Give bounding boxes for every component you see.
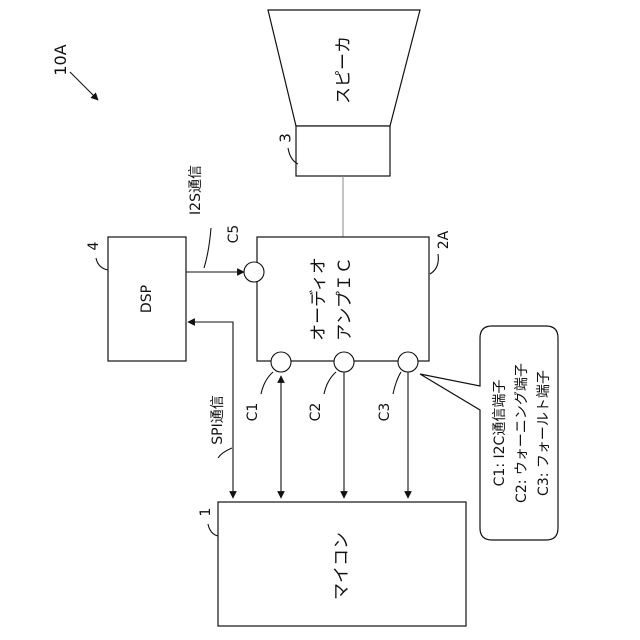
figure-ref-label: 10A — [51, 44, 70, 75]
dsp-ref-leader — [96, 258, 108, 270]
terminal-c2 — [334, 352, 354, 372]
spi-label: SPI通信 — [210, 395, 226, 444]
audio-amp-ic-label-line2: アンプＩＣ — [335, 257, 355, 341]
terminal-c3-label: C3 — [377, 403, 393, 422]
legend-line-3: C3: フォールト端子 — [536, 370, 552, 496]
spi-leader — [218, 448, 232, 458]
audio-amp-ic-ref: 2A — [436, 230, 452, 249]
terminal-c5 — [244, 262, 264, 282]
terminal-c5-label: C5 — [226, 225, 242, 244]
mcu-ref-leader — [208, 524, 218, 536]
terminal-c3 — [398, 352, 418, 372]
terminal-c1 — [271, 352, 291, 372]
amp-housing-box — [296, 126, 390, 176]
terminal-c1-label: C1 — [245, 403, 261, 422]
dsp-ref: 4 — [86, 241, 102, 250]
figure-ref-arrow — [70, 72, 98, 100]
c3-leader — [393, 372, 401, 394]
legend-line-1: C1: I2C通信端子 — [492, 380, 508, 487]
terminal-c2-label: C2 — [308, 403, 324, 422]
c2-leader — [324, 372, 336, 394]
mcu-label: マイコン — [332, 532, 352, 600]
i2s-leader — [204, 228, 211, 268]
amp-housing-ref: 3 — [277, 133, 295, 143]
audio-amp-ic-label-line1: オーディオ — [308, 257, 329, 341]
mcu-ref: 1 — [198, 508, 214, 517]
audio-amp-ic-leader — [430, 254, 438, 274]
dsp-label: DSP — [139, 285, 155, 313]
i2s-label: I2S通信 — [188, 165, 204, 215]
legend-line-2: C2: ウォーニング端子 — [514, 363, 530, 503]
speaker-label: スピーカ — [334, 36, 354, 104]
c1-leader — [261, 372, 273, 394]
